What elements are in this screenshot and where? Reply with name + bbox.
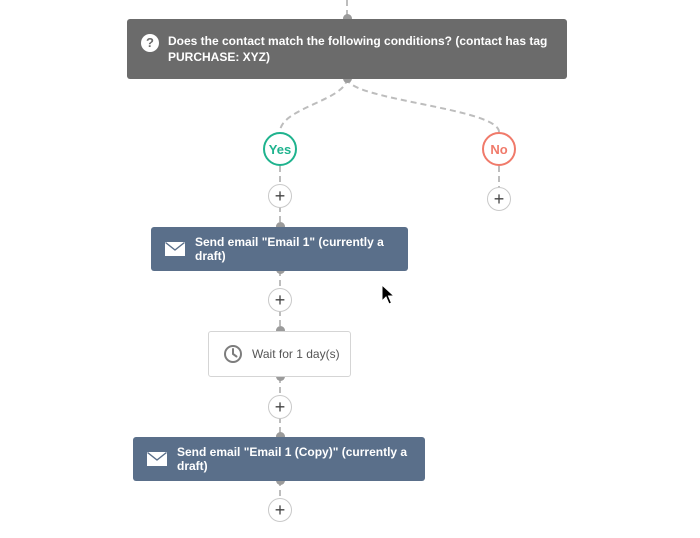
- question-mark-icon: ?: [141, 34, 159, 52]
- clock-icon: [224, 345, 242, 363]
- branch-yes-label: Yes: [268, 141, 292, 157]
- wait-label: Wait for 1 day(s): [252, 347, 340, 361]
- add-step-button[interactable]: +: [487, 187, 511, 211]
- add-step-button[interactable]: +: [268, 184, 292, 208]
- envelope-icon: [165, 242, 185, 256]
- add-step-button[interactable]: +: [268, 395, 292, 419]
- connector-dot: [276, 326, 285, 335]
- condition-text: Does the contact match the following con…: [168, 34, 548, 64]
- mouse-cursor-icon: [381, 284, 395, 305]
- condition-node[interactable]: ? Does the contact match the following c…: [127, 19, 567, 79]
- connector-dot: [276, 222, 285, 231]
- connector-dot: [343, 14, 352, 23]
- branch-yes[interactable]: Yes: [263, 132, 297, 166]
- branch-no-label: No: [490, 141, 508, 157]
- branch-no[interactable]: No: [482, 132, 516, 166]
- add-step-button[interactable]: +: [268, 288, 292, 312]
- send-email-label: Send email "Email 1" (currently a draft): [195, 235, 384, 263]
- wait-action[interactable]: Wait for 1 day(s): [208, 331, 351, 377]
- send-email-copy-label: Send email "Email 1 (Copy)" (currently a…: [177, 445, 408, 473]
- connector-dot: [276, 432, 285, 441]
- send-email-copy-action[interactable]: Send email "Email 1 (Copy)" (currently a…: [133, 437, 425, 481]
- envelope-icon: [147, 452, 167, 466]
- add-step-button[interactable]: +: [268, 498, 292, 522]
- send-email-action[interactable]: Send email "Email 1" (currently a draft): [151, 227, 408, 271]
